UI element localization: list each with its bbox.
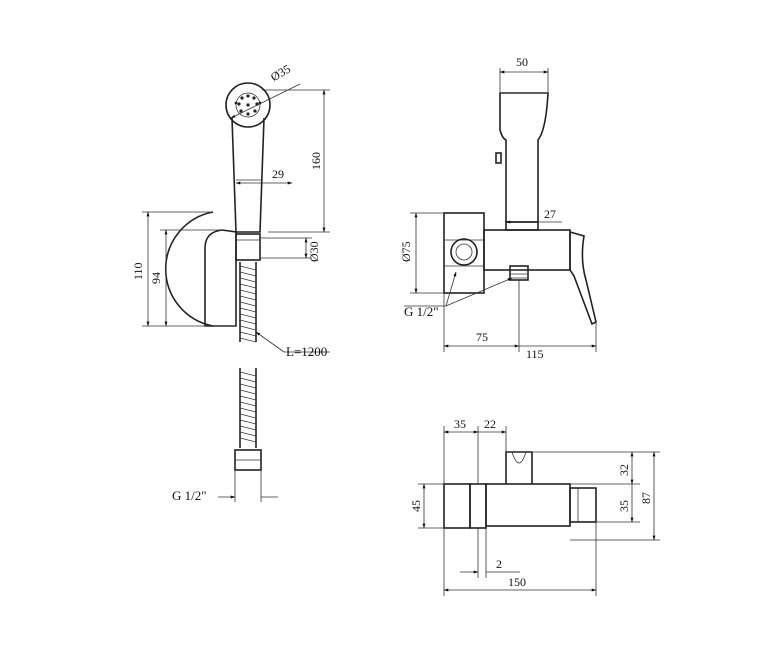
lever-end [569,487,597,523]
top-view: 35 22 32 35 87 45 2 150 [409,417,660,596]
wall-flange [164,211,214,327]
hose-lower [234,368,262,471]
dim-head-width: 50 [516,55,528,69]
lever-handle [569,230,597,326]
holder-bracket [204,229,237,327]
head-button [495,152,502,164]
dim-bracket-height: 94 [149,272,163,284]
dim-total-depth: 115 [526,347,544,361]
head-side [499,92,549,223]
label-hose-thread: G 1/2" [172,488,207,503]
dim-head-diameter: Ø35 [268,62,293,84]
dim-spout-width: 27 [544,207,556,221]
dim-offset-a: 35 [454,417,466,431]
dim-height-mid: 35 [617,500,631,512]
label-thread-side: G 1/2" [404,304,439,319]
side-view: 50 27 Ø75 G 1/2" 75 115 [399,55,597,361]
spray-face [235,92,261,118]
dim-gap: 2 [496,557,502,571]
dim-flange-diameter: Ø75 [399,241,413,262]
dim-height-total: 87 [639,492,653,504]
shower-head [225,82,271,128]
spray-nozzles [234,94,262,116]
hose-connector [235,233,261,261]
dim-bracket-total: 110 [131,262,145,280]
flange-top [443,483,471,529]
dim-height-top: 32 [617,464,631,476]
body-top [485,483,571,527]
wall-flange-side [443,212,485,294]
valve-body [483,229,571,271]
dim-total-width: 150 [508,575,526,589]
dim-body-depth: 75 [476,330,488,344]
shower-handle [231,117,265,233]
dim-hose-length: L=1200 [286,344,327,359]
dim-head-height: 160 [309,152,323,170]
handshower-view: Ø35 160 29 Ø30 L=1200 110 94 G 1/2" [131,62,330,503]
dim-handle-width: 29 [272,167,284,181]
hose-upper [239,262,257,343]
dim-connector-diameter: Ø30 [307,241,321,262]
holder-ring [450,238,478,266]
holder-top [505,451,533,484]
dim-flange-height: 45 [409,500,423,512]
dim-offset-b: 22 [484,417,496,431]
